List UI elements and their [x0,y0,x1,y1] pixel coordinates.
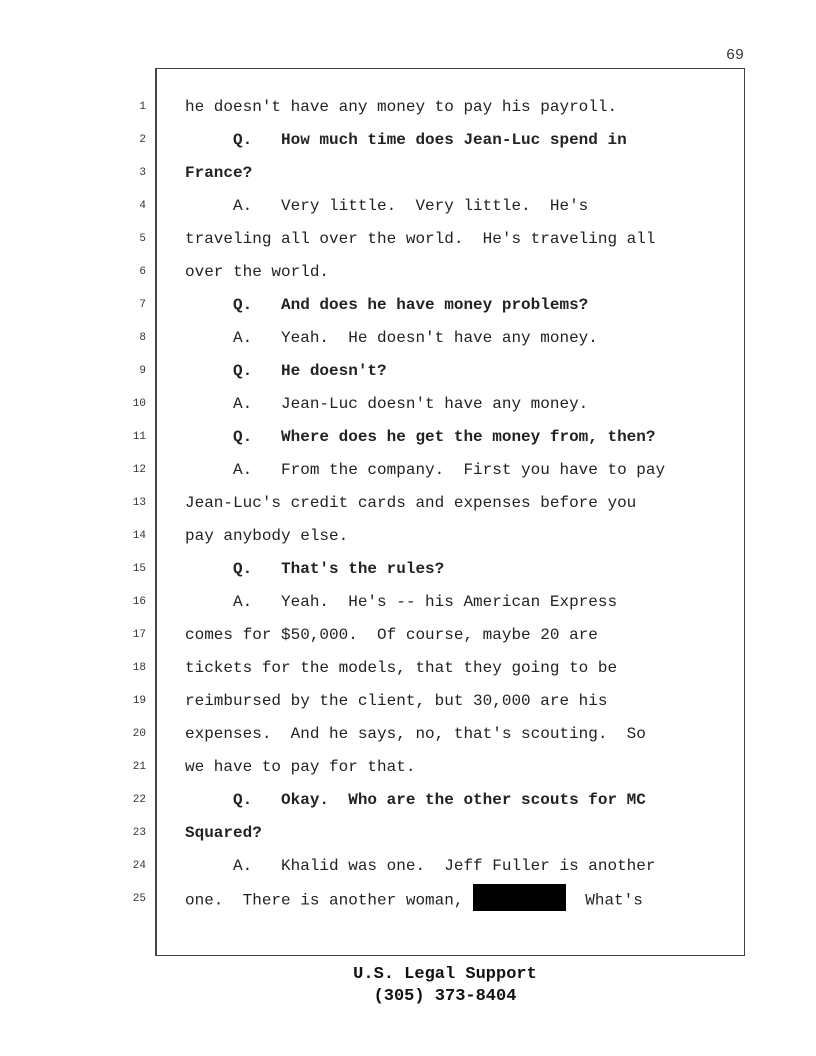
line-number: 15 [132,563,146,575]
transcript-line: he doesn't have any money to pay his pay… [185,98,618,116]
transcript-line: comes for $50,000. Of course, maybe 20 a… [185,626,598,644]
line-text: What's [566,891,643,910]
line-number: 18 [132,662,146,674]
transcript-line: one. There is another woman, What's [185,884,643,911]
line-number: 14 [132,530,146,542]
footer-company: U.S. Legal Support [353,965,537,984]
transcript-line: A. Yeah. He doesn't have any money. [185,329,598,347]
transcript-frame [155,68,745,956]
line-number: 10 [132,398,146,410]
question-line: Q. And does he have money problems? [185,296,589,314]
transcript-line: A. From the company. First you have to p… [185,461,666,479]
line-number: 23 [132,827,146,839]
transcript-line: over the world. [185,263,330,281]
line-number: 3 [139,167,146,179]
line-number: 20 [132,728,146,740]
question-line: Squared? [185,824,262,842]
line-number: 25 [132,893,146,905]
question-line: Q. He doesn't? [185,362,387,380]
line-number: 7 [139,299,146,311]
redaction-block [473,884,567,911]
line-number: 24 [132,860,146,872]
line-number: 9 [139,365,146,377]
line-number: 19 [132,695,146,707]
transcript-line: traveling all over the world. He's trave… [185,230,656,248]
line-text: one. There is another woman, [185,891,474,910]
line-number: 5 [139,233,146,245]
question-line: Q. That's the rules? [185,560,445,578]
transcript-line: A. Very little. Very little. He's [185,197,589,215]
transcript-line: expenses. And he says, no, that's scouti… [185,725,646,743]
transcript-line: reimbursed by the client, but 30,000 are… [185,692,608,710]
line-number: 2 [139,134,146,146]
line-number: 4 [139,200,146,212]
line-number: 21 [132,761,146,773]
footer-phone: (305) 373-8404 [373,987,517,1006]
line-number: 17 [132,629,146,641]
transcript-line: A. Jean-Luc doesn't have any money. [185,395,589,413]
line-number: 6 [139,266,146,278]
line-number: 16 [132,596,146,608]
question-line: France? [185,164,253,182]
question-line: Q. Okay. Who are the other scouts for MC [185,791,646,809]
question-line: Q. How much time does Jean-Luc spend in [185,131,627,149]
transcript-line: Jean-Luc's credit cards and expenses bef… [185,494,637,512]
line-number: 22 [132,794,146,806]
transcript-line: tickets for the models, that they going … [185,659,618,677]
line-number: 13 [132,497,146,509]
question-line: Q. Where does he get the money from, the… [185,428,656,446]
line-number: 11 [132,431,146,443]
transcript-line: A. Khalid was one. Jeff Fuller is anothe… [185,857,656,875]
transcript-line: A. Yeah. He's -- his American Express [185,593,618,611]
line-number: 12 [132,464,146,476]
transcript-line: we have to pay for that. [185,758,416,776]
page-number: 69 [725,47,744,64]
transcript-line: pay anybody else. [185,527,349,545]
line-number: 8 [139,332,146,344]
line-number: 1 [139,101,146,113]
